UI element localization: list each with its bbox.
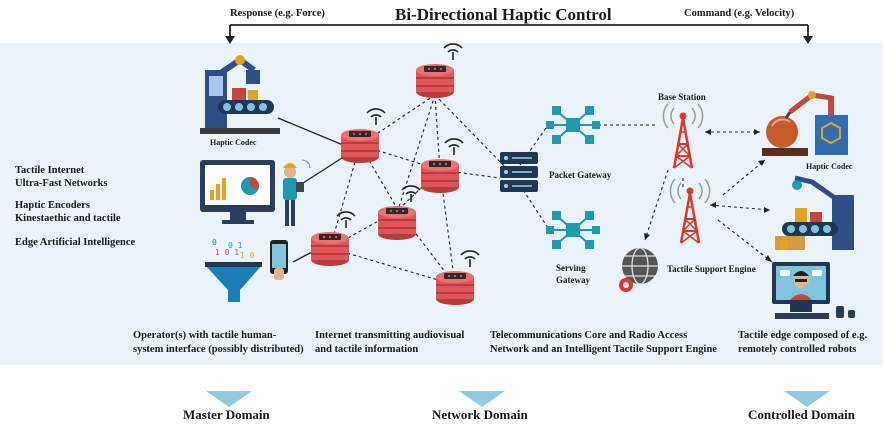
gateway-router-icon xyxy=(545,105,601,145)
master-domain-arrow xyxy=(206,391,252,407)
svg-text:0 1: 0 1 xyxy=(228,241,243,250)
wireless-arrows xyxy=(644,131,773,263)
left-item-3: Haptic Encoders xyxy=(15,200,90,211)
network-node-1 xyxy=(416,43,463,98)
operator-caption-2: system interface (possibly distributed) xyxy=(133,344,304,355)
network-domain-arrow xyxy=(459,391,505,407)
base-station-label: Base Station xyxy=(658,92,706,102)
operator-monitor-icon xyxy=(772,262,855,319)
network-links xyxy=(329,94,655,286)
server-rack-icon xyxy=(500,152,538,192)
haptic-codec-right-label: Haptic Codec xyxy=(806,162,853,171)
conveyor-robot-icon xyxy=(775,175,854,250)
left-item-2: Ultra-Fast Networks xyxy=(15,178,108,189)
network-node-2 xyxy=(341,108,386,163)
response-label: Response (e.g. Force) xyxy=(230,8,325,19)
industrial-robot-icon xyxy=(200,55,280,134)
edge-caption-2: remotely controlled robots xyxy=(738,344,857,355)
left-item-4: Kinestaethic and tactile xyxy=(15,213,121,224)
left-item-5: Edge Artificial Intelligence xyxy=(15,237,136,248)
serving-gateway-label-2: Gateway xyxy=(556,275,590,285)
operator-caption-1: Operator(s) with tactile human- xyxy=(133,330,277,341)
haptic-codec-left-label: Haptic Codec xyxy=(210,138,257,147)
tactile-support-engine-label: Tactile Support Engine xyxy=(667,264,756,274)
tower-2-icon xyxy=(669,177,711,245)
smartphone-icon xyxy=(270,240,288,280)
edge-caption-1: Tactile edge composed of e.g. xyxy=(738,330,868,341)
network-node-5 xyxy=(311,211,356,266)
globe-gear-icon xyxy=(619,247,658,292)
left-item-1: Tactile Internet xyxy=(15,165,85,176)
worker-icon xyxy=(283,159,311,226)
base-station-tower-icon xyxy=(662,102,704,170)
network-node-6 xyxy=(436,250,480,305)
telecom-caption-1: Telecommunications Core and Radio Access xyxy=(490,330,688,341)
network-node-4 xyxy=(378,185,421,240)
internet-caption-1: Internet transmitting audiovisual xyxy=(315,330,465,341)
internet-caption-2: and tactile information xyxy=(315,344,419,355)
svg-text:1 0: 1 0 xyxy=(240,251,255,260)
svg-text:0: 0 xyxy=(212,238,217,247)
bidirectional-bracket xyxy=(225,24,813,44)
data-funnel-icon: 1 0 1 0 1 1 0 0 xyxy=(205,238,262,302)
monitor-analytics-icon xyxy=(200,160,275,224)
telecom-caption-2: Network and an Intelligent Tactile Suppo… xyxy=(490,344,717,355)
svg-text:1 0 1: 1 0 1 xyxy=(215,248,239,257)
diagram-title: Bi-Directional Haptic Control xyxy=(395,5,612,24)
serving-gateway-label-1: Serving xyxy=(556,263,586,273)
molecule-box-icon xyxy=(815,96,848,155)
packet-gateway-label: Packet Gateway xyxy=(549,170,612,180)
serving-router-icon xyxy=(545,210,601,250)
command-label: Command (e.g. Velocity) xyxy=(684,8,795,19)
robot-arm-sphere-icon xyxy=(762,91,833,156)
master-domain-label: Master Domain xyxy=(183,407,270,422)
network-domain-label: Network Domain xyxy=(432,407,528,422)
controlled-domain-label: Controlled Domain xyxy=(748,407,856,422)
access-links xyxy=(277,117,344,263)
controlled-domain-arrow xyxy=(784,391,830,407)
network-node-3 xyxy=(421,138,464,193)
arrow-heads xyxy=(644,129,772,262)
